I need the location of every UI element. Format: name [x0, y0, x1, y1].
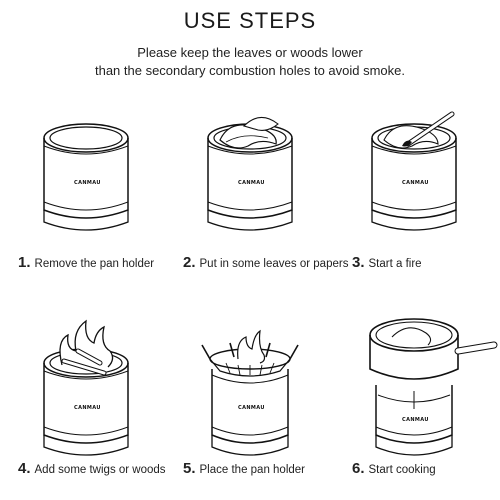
subtitle-line-1: Please keep the leaves or woods lower — [137, 45, 363, 60]
step-2-caption: 2.Put in some leaves or papers — [183, 254, 348, 271]
step-1-number: 1. — [18, 254, 31, 271]
stove-icon: CANMAU — [43, 123, 129, 231]
step-4-label: Add some twigs or woods — [34, 464, 166, 476]
step-3-number: 3. — [352, 254, 365, 271]
page-subtitle: Please keep the leaves or woods lower th… — [0, 44, 500, 80]
step-3-caption: 3.Start a fire — [352, 254, 422, 271]
step-4-number: 4. — [18, 460, 31, 477]
step-5-label: Place the pan holder — [199, 464, 306, 476]
leaves-icon: CANMAU — [207, 116, 293, 231]
subtitle-line-2: than the secondary combustion holes to a… — [94, 63, 405, 78]
brand-label-2: CANMAU — [238, 180, 265, 186]
pan-icon: CANMAU — [369, 318, 498, 456]
step-2-number: 2. — [183, 254, 196, 271]
step-5-caption: 5.Place the pan holder — [183, 460, 305, 477]
brand-label-4: CANMAU — [74, 405, 101, 411]
brand-label-6: CANMAU — [402, 417, 429, 423]
match-icon: CANMAU — [371, 111, 457, 231]
step-6-number: 6. — [352, 460, 365, 477]
brand-label-1: CANMAU — [74, 180, 101, 186]
step-1-label: Remove the pan holder — [34, 258, 155, 270]
flame-icon: CANMAU — [43, 319, 129, 456]
pan-holder-icon: CANMAU — [201, 329, 299, 456]
step-5-number: 5. — [183, 460, 196, 477]
step-1-caption: 1.Remove the pan holder — [18, 254, 154, 271]
page-title: USE STEPS — [183, 8, 317, 33]
step-6-caption: 6.Start cooking — [352, 460, 436, 477]
step-6-label: Start cooking — [368, 464, 436, 476]
step-3-label: Start a fire — [368, 258, 422, 270]
step-4-caption: 4.Add some twigs or woods — [18, 460, 166, 477]
brand-label-3: CANMAU — [402, 180, 429, 186]
brand-label-5: CANMAU — [238, 405, 265, 411]
step-2-label: Put in some leaves or papers — [199, 258, 349, 270]
